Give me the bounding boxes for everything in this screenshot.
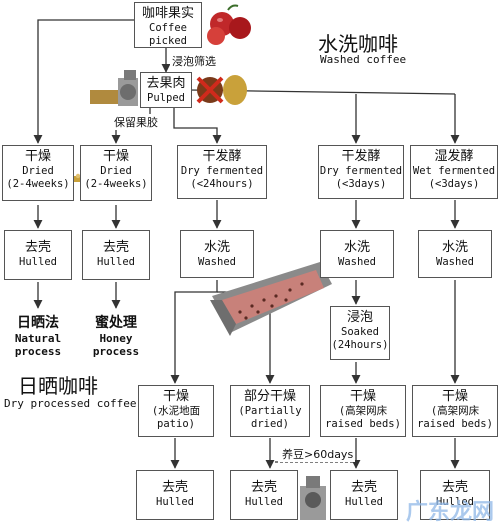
node-pulped: 去果肉 Pulped xyxy=(140,72,192,108)
node-dried-natural: 干燥 Dried (2-4weeks) xyxy=(2,145,74,201)
fermentation-tank-icon xyxy=(210,262,332,336)
node-label-cn: 干燥 xyxy=(162,389,189,404)
node-label-en: Washed xyxy=(436,256,474,268)
washed-coffee-subtitle: Washed coffee xyxy=(320,53,407,66)
node-raised-beds-1: 干燥 (高架网床 raised beds) xyxy=(320,385,406,437)
edge-label-rest-60days: 养豆>60days xyxy=(280,446,356,462)
node-label-en: Washed xyxy=(338,256,376,268)
node-label-en: (<3days) xyxy=(335,178,387,190)
node-label-en: raised beds) xyxy=(417,418,493,430)
pulping-machine-icon xyxy=(90,70,138,106)
node-label-en: (24hours) xyxy=(331,339,389,351)
edge-coffee-dried xyxy=(33,19,134,144)
node-label-en: (Partially xyxy=(238,405,302,417)
node-label-en: (<24hours) xyxy=(190,178,254,190)
washed-coffee-title: 水洗咖啡 xyxy=(318,32,398,56)
edge-label-keep-mucilage: 保留果胶 xyxy=(112,114,160,130)
watermark: 广东龙网 xyxy=(405,500,494,525)
node-label-en: (水泥地面 xyxy=(151,405,201,417)
node-label-en: Hulled xyxy=(156,496,194,508)
natural-en2: process xyxy=(14,345,62,358)
node-label-en: Hulled xyxy=(345,496,383,508)
huller-machine-icon xyxy=(300,476,326,520)
node-hulled-raised-1: 去壳 Hulled xyxy=(330,470,398,520)
node-label-cn: 去壳 xyxy=(102,240,129,255)
node-hulled-honey: 去壳 Hulled xyxy=(82,230,150,280)
node-hulled-raised-2: 去壳 Hulled xyxy=(420,470,490,520)
node-label-cn: 去壳 xyxy=(24,240,51,255)
node-dried-honey: 干燥 Dried (2-4weeks) xyxy=(80,145,152,201)
node-washed-2: 水洗 Washed xyxy=(320,230,394,278)
node-label-en: Washed xyxy=(198,256,236,268)
crossed-pulp-icon xyxy=(196,75,247,105)
node-dried-patio: 干燥 (水泥地面 patio) xyxy=(138,385,214,437)
node-hulled-natural: 去壳 Hulled xyxy=(4,230,72,280)
node-label-cn: 水洗 xyxy=(203,240,230,255)
node-label-en: dried) xyxy=(251,418,289,430)
node-label-en: (2-4weeks) xyxy=(84,178,148,190)
node-hulled-patio: 去壳 Hulled xyxy=(136,470,214,520)
honey-en: Honey xyxy=(99,332,133,345)
node-label-cn: 部分干燥 xyxy=(243,389,296,404)
node-label-en: (高架网床 xyxy=(430,405,480,417)
node-washed-1: 水洗 Washed xyxy=(180,230,254,278)
node-coffee-picked: 咖啡果实 Coffee picked xyxy=(134,2,202,48)
node-label-cn: 去果肉 xyxy=(146,76,186,91)
node-label-cn: 咖啡果实 xyxy=(141,6,194,21)
node-label-cn: 浸泡 xyxy=(346,310,373,325)
coffee-cherry-icon xyxy=(207,4,251,45)
node-wet-fermented: 湿发酵 Wet fermented (<3days) xyxy=(410,145,498,199)
node-label-en: Pulped xyxy=(147,92,185,104)
node-label-cn: 水洗 xyxy=(441,240,468,255)
node-label-cn: 湿发酵 xyxy=(434,149,474,164)
node-label-cn: 干燥 xyxy=(349,389,376,404)
node-partially-dried: 部分干燥 (Partially dried) xyxy=(230,385,310,437)
node-label-cn: 干燥 xyxy=(24,149,51,164)
node-label-cn: 水洗 xyxy=(343,240,370,255)
node-label-en: (<3days) xyxy=(428,178,480,190)
node-label-en: Hulled xyxy=(436,496,474,508)
node-label-en: Wet fermented xyxy=(412,165,496,177)
node-label-cn: 干燥 xyxy=(441,389,468,404)
node-label-en: (2-4weeks) xyxy=(6,178,70,190)
dry-coffee-subtitle: Dry processed coffee xyxy=(4,397,137,410)
node-soaked: 浸泡 Soaked (24hours) xyxy=(330,306,390,360)
node-raised-beds-2: 干燥 (高架网床 raised beds) xyxy=(412,385,498,437)
natural-process-label: 日晒法 Natural process xyxy=(8,312,68,358)
node-label-en: Dry fermented xyxy=(319,165,403,177)
node-label-en: raised beds) xyxy=(325,418,401,430)
dry-coffee-title: 日晒咖啡 xyxy=(18,374,98,398)
edge-label-soak-screen: 浸泡筛选 xyxy=(170,53,218,69)
honey-process-label: 蜜处理 Honey process xyxy=(86,312,146,358)
node-washed-3: 水洗 Washed xyxy=(418,230,492,278)
node-label-en: Dried xyxy=(22,165,54,177)
node-label-en: (高架网床 xyxy=(338,405,388,417)
natural-cn: 日晒法 xyxy=(17,315,59,331)
node-label-en: Dried xyxy=(100,165,132,177)
node-dry-fermented-3d: 干发酵 Dry fermented (<3days) xyxy=(318,145,404,199)
node-label-en: picked xyxy=(149,35,187,47)
edge-pulped-dryferm1 xyxy=(173,106,222,144)
node-label-cn: 去壳 xyxy=(250,480,277,495)
node-label-en: Hulled xyxy=(245,496,283,508)
node-label-en: Hulled xyxy=(97,256,135,268)
node-label-cn: 去壳 xyxy=(161,480,188,495)
honey-cn: 蜜处理 xyxy=(95,315,137,331)
node-dry-fermented-24h: 干发酵 Dry fermented (<24hours) xyxy=(177,145,267,199)
node-label-cn: 干发酵 xyxy=(341,149,381,164)
node-hulled-partial: 去壳 Hulled xyxy=(230,470,298,520)
node-label-cn: 去壳 xyxy=(441,480,468,495)
node-label-cn: 去壳 xyxy=(350,480,377,495)
node-label-en: Hulled xyxy=(19,256,57,268)
node-label-en: Coffee xyxy=(149,22,187,34)
node-label-en: Soaked xyxy=(341,326,379,338)
node-label-cn: 干燥 xyxy=(102,149,129,164)
natural-en: Natural xyxy=(14,332,62,345)
honey-en2: process xyxy=(92,345,140,358)
node-label-cn: 干发酵 xyxy=(202,149,242,164)
node-label-en: patio) xyxy=(157,418,195,430)
node-label-en: Dry fermented xyxy=(180,165,264,177)
